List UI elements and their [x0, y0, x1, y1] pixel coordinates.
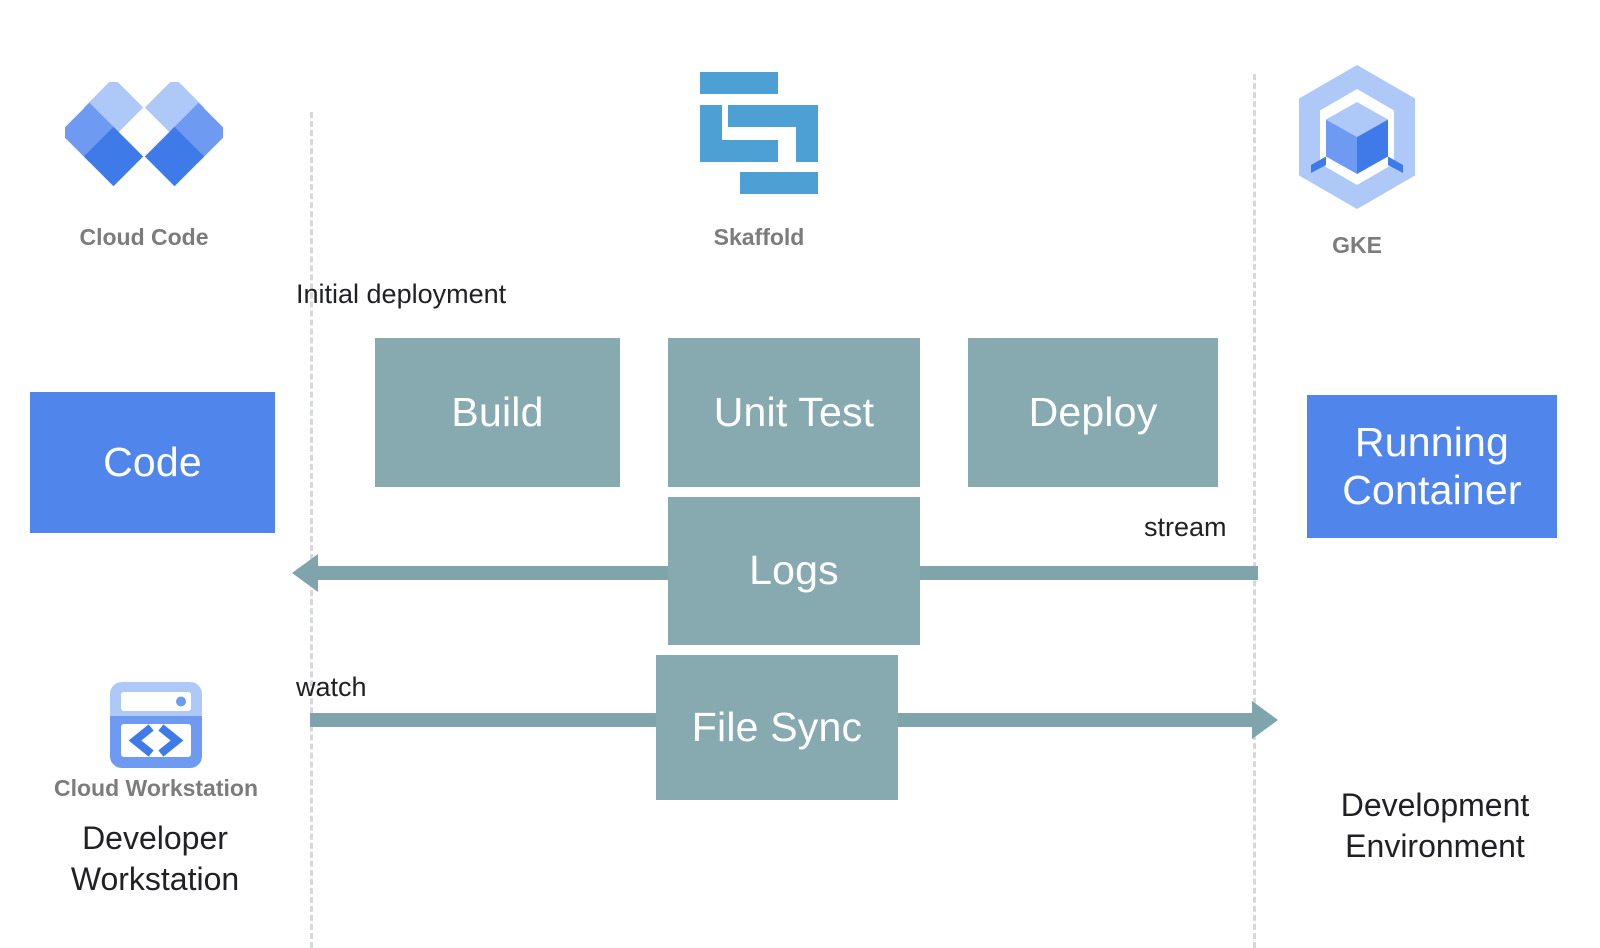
- initial-deployment-label: Initial deployment: [296, 279, 507, 309]
- file-sync-label: File Sync: [691, 703, 863, 750]
- gke-icon: [1293, 62, 1421, 212]
- logs-label: Logs: [749, 547, 839, 594]
- running-container-label: Running Container: [1342, 419, 1522, 513]
- running-container-box[interactable]: Running Container: [1307, 395, 1557, 538]
- cloud-workstation-label: Cloud Workstation: [53, 775, 258, 801]
- stage-label-unit-test: Unit Test: [713, 388, 875, 435]
- stage-box-unit-test[interactable]: Unit Test: [668, 338, 920, 487]
- left-boundary-line: [310, 112, 313, 948]
- stage-label-deploy: Deploy: [1028, 388, 1158, 435]
- file-sync-flow-arrowhead: [1252, 701, 1278, 739]
- cloud-code-label: Cloud Code: [79, 224, 209, 250]
- logs-flow-arrowhead: [292, 554, 318, 592]
- skaffold-icon: [700, 72, 818, 194]
- right-boundary-line: [1253, 74, 1256, 948]
- cloud-code-icon: [59, 77, 229, 198]
- development-environment-label: Development Environment: [1340, 787, 1530, 864]
- logs-box[interactable]: Logs: [668, 497, 920, 645]
- stream-label: stream: [1144, 512, 1227, 542]
- stage-box-build[interactable]: Build: [375, 338, 620, 487]
- stage-label-build: Build: [451, 388, 544, 435]
- gke-label: GKE: [1332, 232, 1382, 258]
- code-box-label: Code: [103, 438, 202, 485]
- developer-workstation-label: Developer Workstation: [70, 820, 240, 897]
- cloud-workstation-icon: [108, 680, 204, 770]
- stage-box-deploy[interactable]: Deploy: [968, 338, 1218, 487]
- skaffold-label: Skaffold: [713, 224, 805, 250]
- file-sync-box[interactable]: File Sync: [656, 655, 898, 800]
- watch-label: watch: [296, 672, 367, 702]
- code-box[interactable]: Code: [30, 392, 275, 533]
